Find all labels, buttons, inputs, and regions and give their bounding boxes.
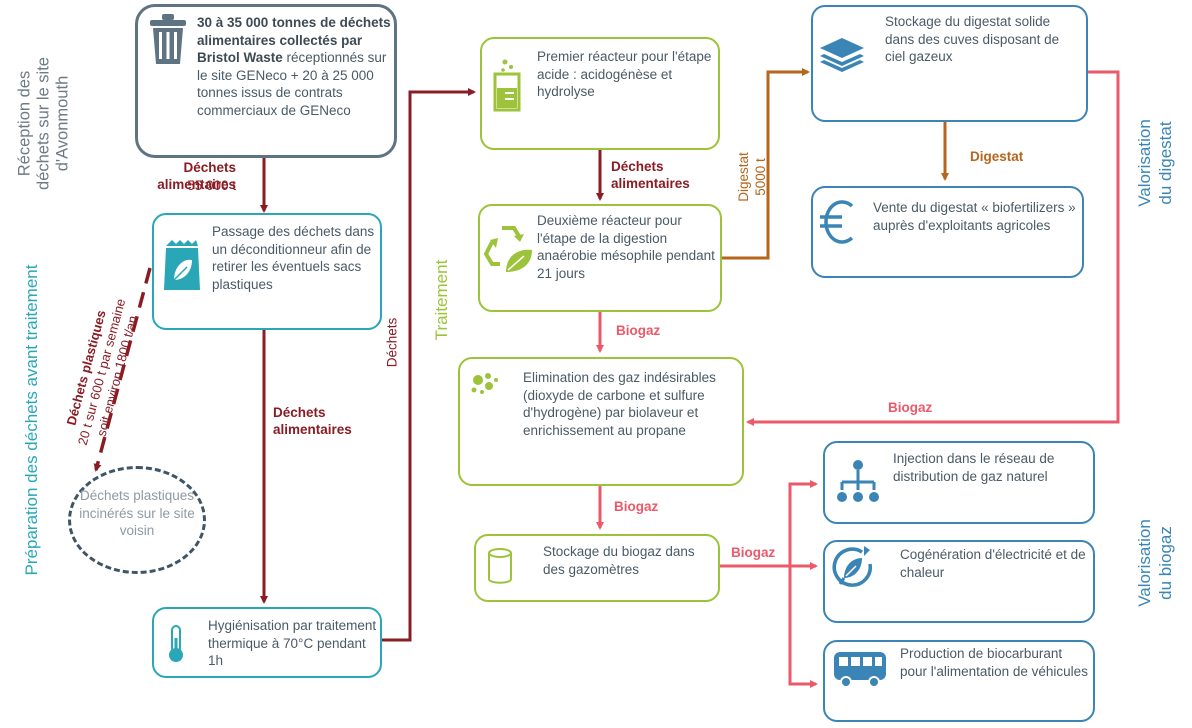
reacteur1-text: Premier réacteur pour l'étape acide : ac… (537, 49, 712, 99)
label-digestat-flow: Digestat 5000 t (735, 137, 769, 217)
stockage-biogaz-text: Stockage du biogaz dans des gazomètres (543, 544, 695, 577)
reception-rest: réceptionnés sur le site GENeco + 20 à 2… (197, 50, 387, 118)
section-valorisation-digestat: Valorisation du digestat (1135, 119, 1175, 207)
section-traitement: Traitement (432, 259, 451, 341)
network-icon (836, 460, 880, 511)
label-biogaz-3: Biogaz (614, 499, 659, 514)
elimination-text: Elimination des gaz indésirables (dioxyd… (523, 370, 716, 438)
cylinder-tank-icon (486, 547, 514, 590)
section-valorisation-biogaz: Valorisation du biogaz (1135, 519, 1175, 607)
bus-icon (832, 650, 888, 695)
label-biogaz-1: Biogaz (616, 323, 661, 338)
arrow-reacteur2-to-stockage-digestat (722, 68, 810, 260)
box-vente-digestat (811, 186, 1084, 278)
hygienisation-text: Hygiénisation par traitement thermique à… (208, 618, 377, 668)
section-reception: Réception des déchets sur le site d'Avon… (15, 57, 72, 190)
arrow-digestat-biogaz-return (746, 70, 1120, 426)
bubbles-icon (468, 368, 502, 403)
box-elimination (458, 357, 744, 486)
arrow-to-biocarburant (788, 566, 818, 688)
plug-leaf-icon (828, 544, 876, 597)
section-preparation: Préparation des déchets avant traitement (22, 264, 41, 576)
euro-icon (820, 198, 856, 251)
injection-text: Injection dans le réseau de distribution… (893, 451, 1055, 484)
layers-icon (820, 38, 864, 77)
label-dechets-alimentaires-3: Déchets alimentaires (611, 159, 690, 191)
arrow-hygienisation-to-reacteur1 (382, 88, 476, 642)
box-cogeneration (823, 540, 1095, 623)
stockage-digestat-text: Stockage du digestat solide dans des cuv… (885, 14, 1060, 64)
reception-bold: 30 à 35 000 tonnes de déchets alimentair… (197, 15, 391, 65)
label-dechets-alimentaires-2: Déchets alimentaires (273, 405, 352, 437)
cogeneration-text: Cogénération d'électricité et de chaleur (900, 547, 1086, 580)
label-digestat-flow-name: Digestat (736, 152, 751, 202)
box-stockage-digestat (811, 5, 1088, 122)
label-biogaz-4: Biogaz (731, 545, 776, 560)
plastiques-incineres-text: Déchets plastiques incinérés sur le site… (79, 488, 195, 538)
box-stockage-biogaz (474, 534, 720, 602)
vente-digestat-text: Vente du digestat « biofertilizers » aup… (873, 200, 1076, 233)
deconditionneur-text: Passage des déchets dans un déconditionn… (212, 224, 375, 292)
trash-bin-icon (148, 14, 188, 71)
label-biogaz-2: Biogaz (888, 400, 933, 415)
thermometer-icon (166, 624, 186, 669)
leaf-bag-icon (162, 240, 202, 297)
arrow-plastiques-dashed (93, 267, 152, 472)
label-digestat-down: Digestat (970, 149, 1024, 164)
beaker-icon (491, 58, 523, 117)
reacteur2-text: Deuxième réacteur pour l'étape de la dig… (537, 213, 715, 281)
biocarburant-text: Production de biocarburant pour l'alimen… (900, 646, 1088, 679)
recycle-leaf-icon (483, 222, 536, 279)
label-digestat-flow-qty: 5000 t (753, 158, 768, 196)
box-hygienisation (152, 607, 382, 678)
arrow-to-injection (788, 480, 818, 566)
label-dechets-alimentaires-1-qty: 55 000 t (187, 178, 236, 193)
reception-text: 30 à 35 000 tonnes de déchets alimentair… (197, 14, 393, 119)
label-dechets-alimentaires-1: Déchets alimentaires (157, 160, 236, 192)
ellipse-plastiques-incineres (68, 466, 206, 574)
label-dechets-vertical: Déchets (384, 317, 400, 368)
